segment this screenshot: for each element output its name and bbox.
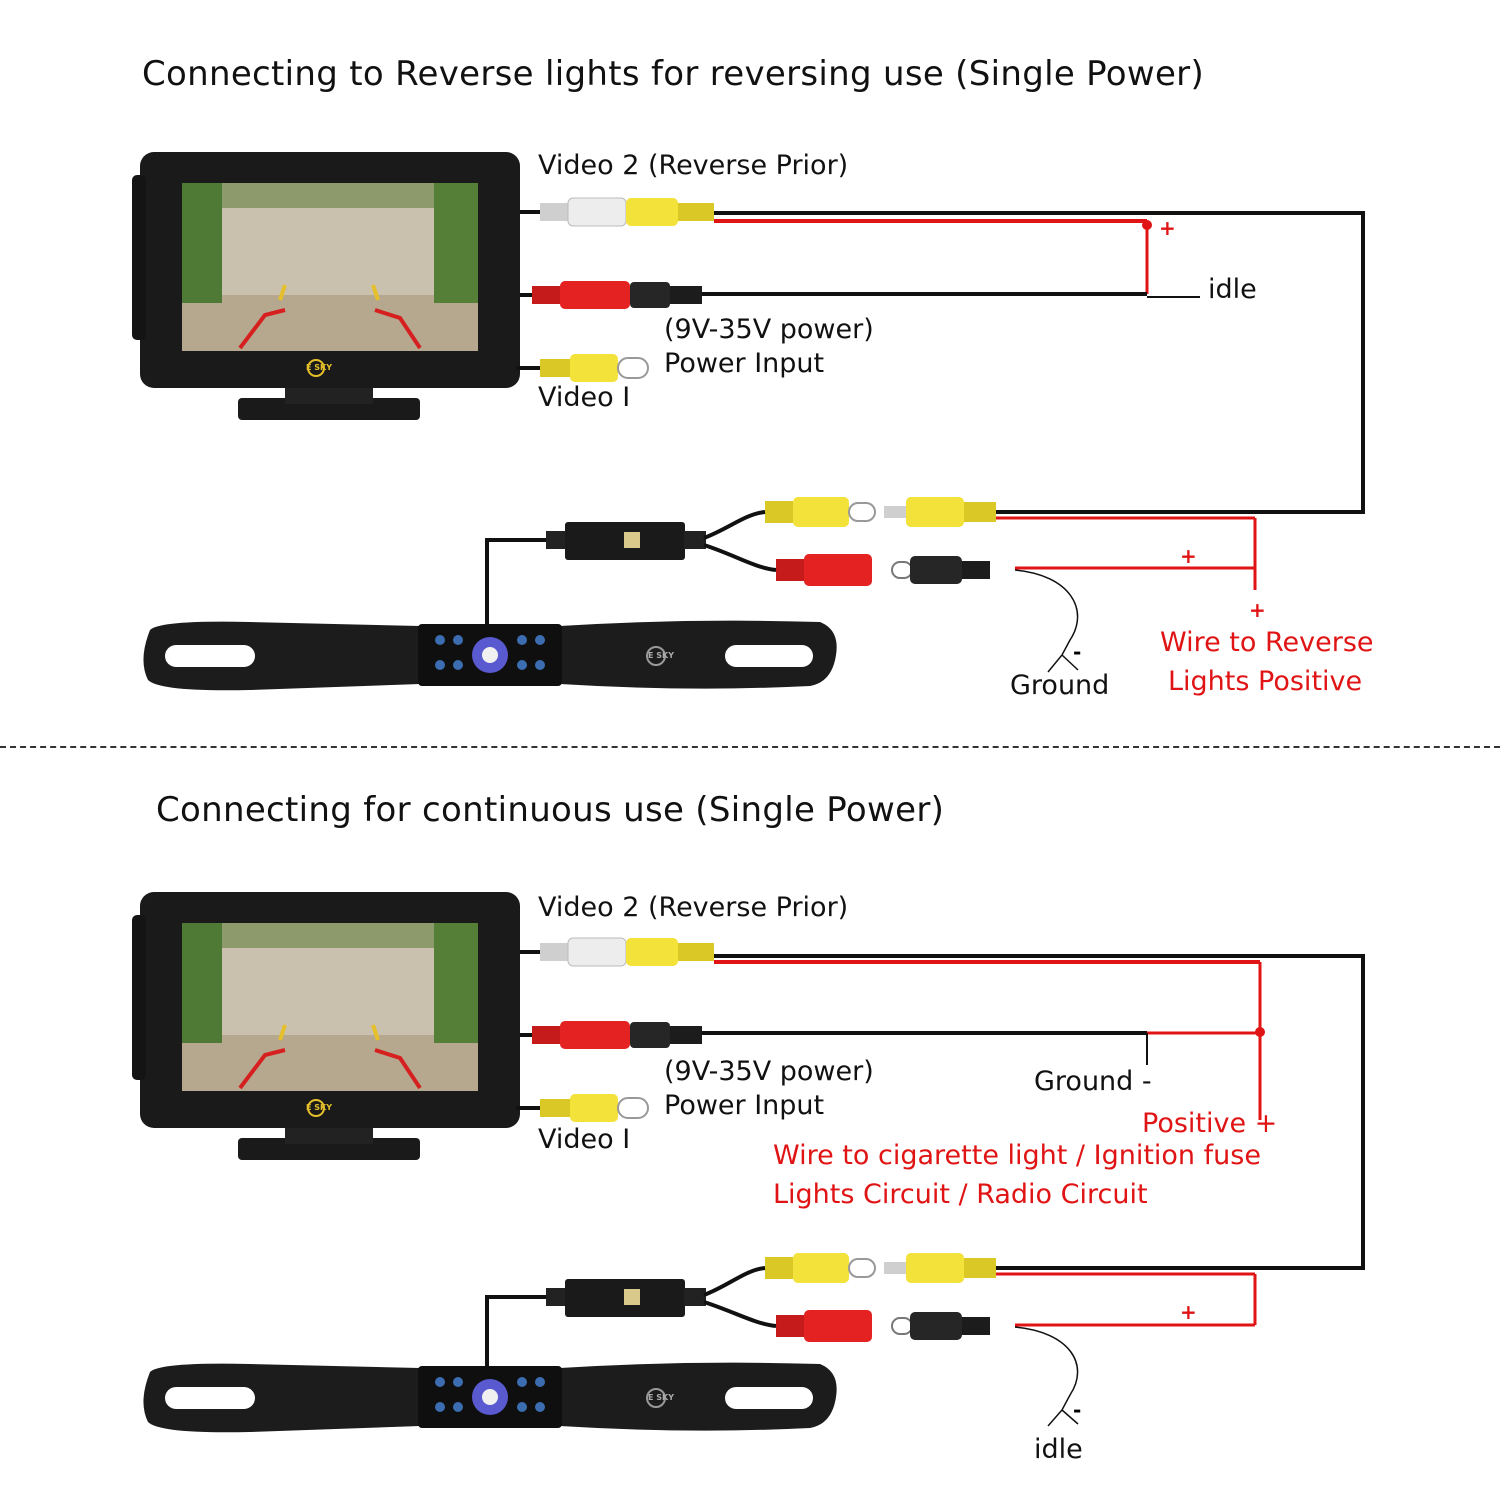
camera-side-connectors: [765, 497, 996, 586]
idle-label: idle: [1208, 274, 1257, 305]
page-title: Connecting to Reverse lights for reversi…: [142, 54, 1205, 94]
license-plate-camera: [143, 1362, 837, 1433]
power-input-label: Power Input: [664, 348, 825, 379]
minus-sign: -: [1073, 1398, 1082, 1422]
continuous-wiring-panel: Connecting for continuous use (Single Po…: [0, 740, 1500, 1480]
reverse-lights-label-line2: Lights Positive: [1168, 666, 1363, 697]
continuous-wiring-diagram: [132, 892, 1365, 1433]
brand-logo: E SKY: [648, 1393, 675, 1402]
video2-label: Video 2 (Reverse Prior): [538, 150, 849, 181]
wires: [702, 954, 1365, 1427]
power-voltage-label: (9V-35V power): [664, 1056, 874, 1087]
plus-sign: +: [1180, 544, 1197, 568]
ground-label: Ground: [1010, 670, 1110, 701]
camera-module: [485, 1266, 777, 1375]
video1-label: Video I: [538, 1124, 631, 1155]
plus-sign: +: [1249, 598, 1266, 622]
rca-yellow-video1-connector: [540, 1094, 649, 1122]
camera-module: [485, 510, 777, 625]
wires: [702, 211, 1365, 673]
monitor-cables: [516, 950, 540, 1110]
monitor: [132, 152, 520, 420]
power-input-label: Power Input: [664, 1090, 825, 1121]
rca-yellow-video2-connector: [626, 198, 714, 226]
reverse-lights-label-line1: Wire to Reverse: [1160, 627, 1374, 658]
section-divider: [0, 746, 1500, 748]
brand-logo: E SKY: [306, 363, 333, 372]
camera-side-connectors: [765, 1253, 996, 1342]
idle-label: idle: [1034, 1434, 1083, 1465]
plus-sign: +: [1159, 216, 1176, 240]
dc-red-power-connector: [532, 1021, 702, 1049]
positive-label: Positive +: [1142, 1108, 1278, 1139]
reverse-wiring-panel: Connecting to Reverse lights for reversi…: [0, 0, 1500, 740]
rca-white-video2-connector: [540, 197, 627, 227]
minus-sign: -: [1073, 640, 1082, 664]
rca-white-video2-connector: [540, 937, 627, 967]
fuse-label-line2: Lights Circuit / Radio Circuit: [773, 1179, 1148, 1210]
ground-label: Ground -: [1034, 1066, 1152, 1097]
rca-yellow-video2-connector: [626, 938, 714, 966]
power-voltage-label: (9V-35V power): [664, 314, 874, 345]
monitor-cables: [516, 210, 540, 370]
dc-red-power-connector: [532, 281, 702, 309]
rca-yellow-video1-connector: [540, 354, 649, 382]
brand-logo: E SKY: [648, 651, 675, 660]
plus-sign: +: [1180, 1300, 1197, 1324]
video2-label: Video 2 (Reverse Prior): [538, 892, 849, 923]
video1-label: Video I: [538, 382, 631, 413]
license-plate-camera: [143, 620, 837, 691]
page-title: Connecting for continuous use (Single Po…: [156, 790, 945, 830]
reverse-wiring-diagram: [132, 152, 1365, 691]
fuse-label-line1: Wire to cigarette light / Ignition fuse: [773, 1140, 1261, 1171]
brand-logo: E SKY: [306, 1103, 333, 1112]
monitor: [132, 892, 520, 1160]
